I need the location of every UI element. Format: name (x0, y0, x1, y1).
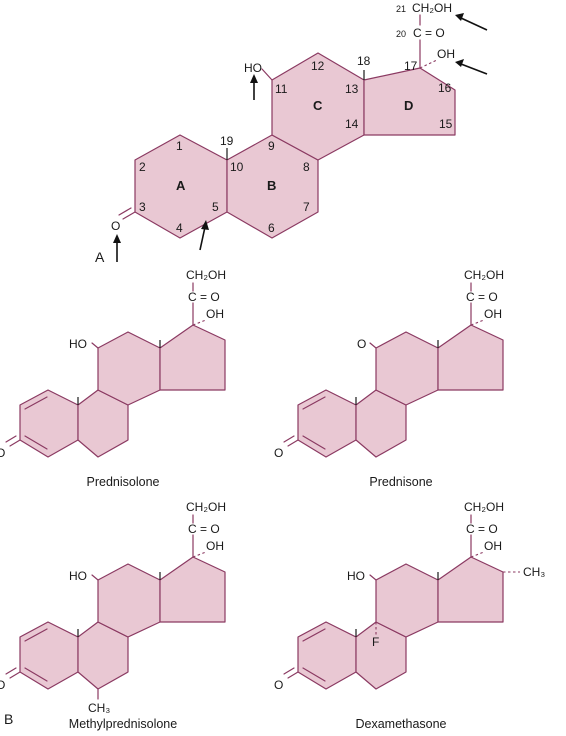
arrow-c3 (113, 234, 121, 262)
carbon-21-label: 21 (396, 4, 406, 14)
carbon-15-label: 15 (439, 117, 453, 131)
prednisone-c20-label: C = O (466, 290, 498, 304)
dexamethasone-c17-label: OH (484, 539, 502, 553)
ring-a-letter: A (176, 178, 186, 193)
carbon-20-label: 20 (396, 29, 406, 39)
arrow-c4-c5 (199, 220, 209, 251)
prednisone-c3-oxygen: O (274, 446, 283, 460)
panel-a-label: A (95, 249, 105, 265)
ring-b-letter: B (267, 178, 276, 193)
carbon-1-label: 1 (176, 139, 183, 153)
prednisolone-c20-label: C = O (188, 290, 220, 304)
c20-ketone-label: C = O (413, 26, 445, 40)
methylprednisolone-c20-label: C = O (188, 522, 220, 536)
methylprednisolone-c3-oxygen: O (0, 678, 5, 692)
dexamethasone-c21-label: CH₂OH (464, 500, 504, 514)
arrow-c17 (455, 59, 488, 75)
dexamethasone-c3-oxygen: O (274, 678, 283, 692)
arrow-c21 (455, 13, 488, 31)
methylprednisolone-c11-label: HO (69, 569, 87, 583)
c21-group-label: CH₂OH (412, 1, 452, 15)
prednisolone-c3-oxygen: O (0, 446, 5, 460)
panel-a-steroid-nucleus: O HO OH C = O CH₂OH 1 2 3 4 5 6 7 8 9 10… (95, 1, 488, 265)
carbon-17-label: 17 (404, 59, 418, 73)
compound-dexamethasone: HO O CH₂OH C = O OH F CH₃ Dexamethasone (274, 500, 545, 731)
dexamethasone-c16-label: CH₃ (523, 565, 545, 579)
c11-hydroxyl-label: HO (244, 61, 262, 75)
c3-oxygen-label: O (111, 219, 120, 233)
dexamethasone-c9-label: F (372, 635, 379, 649)
ring-c-letter: C (313, 98, 323, 113)
carbon-13-label: 13 (345, 82, 359, 96)
carbon-14-label: 14 (345, 117, 359, 131)
prednisone-c11-label: O (357, 337, 366, 351)
prednisolone-c17-label: OH (206, 307, 224, 321)
prednisolone-c11-label: HO (69, 337, 87, 351)
methylprednisolone-name: Methylprednisolone (69, 717, 177, 731)
methylprednisolone-c17-label: OH (206, 539, 224, 553)
c17-hydroxyl-label: OH (437, 47, 455, 61)
carbon-19-label: 19 (220, 134, 234, 148)
carbon-3-label: 3 (139, 200, 146, 214)
prednisone-name: Prednisone (369, 475, 432, 489)
prednisolone-c21-label: CH₂OH (186, 268, 226, 282)
carbon-11-label: 11 (275, 82, 288, 96)
arrow-c11 (250, 74, 258, 100)
panel-b-label: B (4, 711, 13, 727)
prednisone-c17-label: OH (484, 307, 502, 321)
dexamethasone-c20-label: C = O (466, 522, 498, 536)
carbon-16-label: 16 (438, 81, 452, 95)
carbon-4-label: 4 (176, 221, 183, 235)
carbon-5-label: 5 (212, 200, 219, 214)
compound-prednisone: O O CH₂OH C = O OH Prednisone (274, 268, 504, 489)
carbon-6-label: 6 (268, 221, 275, 235)
dexamethasone-name: Dexamethasone (355, 717, 446, 731)
prednisone-c21-label: CH₂OH (464, 268, 504, 282)
dexamethasone-c11-label: HO (347, 569, 365, 583)
ring-d (363, 67, 456, 136)
carbon-10-label: 10 (230, 160, 244, 174)
compound-methylprednisolone: HO O CH₂OH C = O OH CH₃ Methylprednisolo… (0, 500, 226, 731)
methylprednisolone-c21-label: CH₂OH (186, 500, 226, 514)
carbon-18-label: 18 (357, 54, 371, 68)
compound-prednisolone: HO O CH₂OH C = O OH Prednisolone (0, 268, 226, 489)
carbon-8-label: 8 (303, 160, 310, 174)
carbon-2-label: 2 (139, 160, 146, 174)
methylprednisolone-c6-label: CH₃ (88, 701, 110, 715)
carbon-12-label: 12 (311, 59, 325, 73)
prednisolone-name: Prednisolone (87, 475, 160, 489)
carbon-9-label: 9 (268, 139, 275, 153)
carbon-7-label: 7 (303, 200, 310, 214)
ring-d-letter: D (404, 98, 413, 113)
